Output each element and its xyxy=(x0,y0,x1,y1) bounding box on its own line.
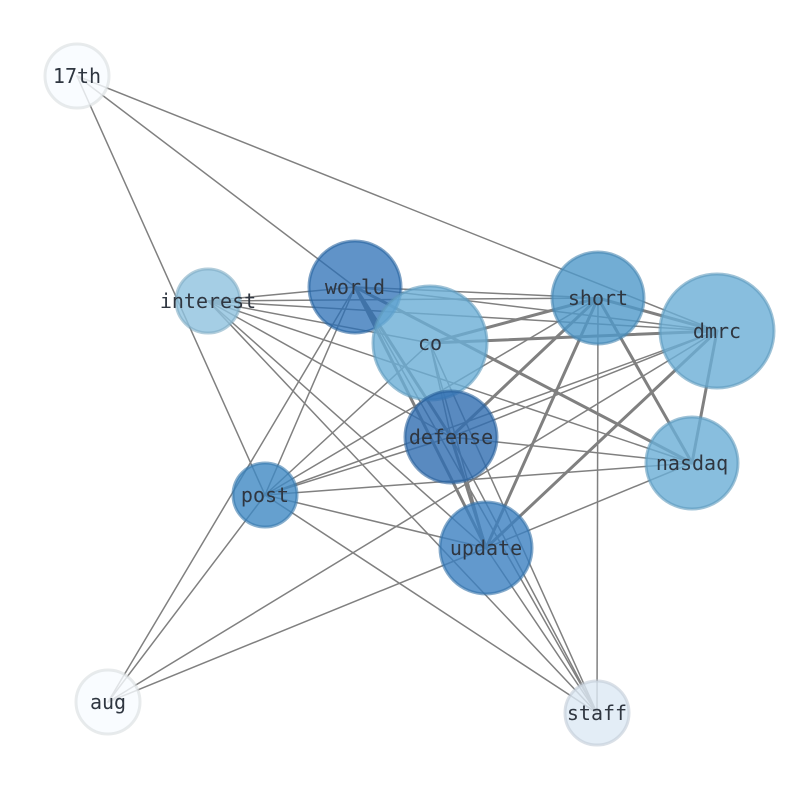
node-defense: defense xyxy=(403,389,499,485)
node-co: co xyxy=(371,284,489,402)
node-circle-dmrc xyxy=(658,272,776,390)
node-label-nasdaq: nasdaq xyxy=(656,451,728,475)
node-dmrc: dmrc xyxy=(658,272,776,390)
node-staff: staff xyxy=(563,679,631,747)
edge-interest-staff xyxy=(207,300,598,714)
node-label-defense: defense xyxy=(409,425,493,449)
node-short: short xyxy=(550,250,646,346)
edge-17th-world xyxy=(76,75,356,288)
node-circle-interest xyxy=(174,267,242,335)
edge-post-staff xyxy=(264,494,598,714)
node-label-staff: staff xyxy=(567,701,627,725)
node-17th: 17th xyxy=(43,42,111,110)
node-circle-aug xyxy=(74,668,142,736)
node-circle-update xyxy=(438,500,534,596)
node-post: post xyxy=(231,461,299,529)
node-label-post: post xyxy=(241,483,289,507)
edge-world-aug xyxy=(107,286,356,703)
node-label-world: world xyxy=(325,275,385,299)
node-circle-defense xyxy=(403,389,499,485)
node-circle-nasdaq xyxy=(644,415,740,511)
node-circle-staff xyxy=(563,679,631,747)
node-circle-world xyxy=(307,239,403,335)
node-label-dmrc: dmrc xyxy=(693,319,741,343)
node-world: world xyxy=(307,239,403,335)
node-label-aug: aug xyxy=(90,690,126,714)
node-label-17th: 17th xyxy=(53,64,101,88)
nodes-layer: 17th interest world co short dmrc defense nasda… xyxy=(43,42,776,747)
node-label-short: short xyxy=(568,286,628,310)
edge-dmrc-aug xyxy=(107,330,718,703)
node-circle-17th xyxy=(43,42,111,110)
edge-short-staff xyxy=(596,297,599,714)
edge-interest-update xyxy=(207,300,487,549)
edge-update-aug xyxy=(107,547,487,703)
edge-nasdaq-post xyxy=(264,462,693,496)
node-update: update xyxy=(438,500,534,596)
node-label-co: co xyxy=(418,331,442,355)
node-interest: interest xyxy=(160,267,256,335)
node-circle-post xyxy=(231,461,299,529)
node-label-interest: interest xyxy=(160,289,256,313)
node-nasdaq: nasdaq xyxy=(644,415,740,511)
edges-layer xyxy=(76,75,719,714)
edge-17th-post xyxy=(76,75,266,496)
node-label-update: update xyxy=(450,536,522,560)
node-aug: aug xyxy=(74,668,142,736)
node-circle-short xyxy=(550,250,646,346)
edge-post-aug xyxy=(107,494,266,703)
